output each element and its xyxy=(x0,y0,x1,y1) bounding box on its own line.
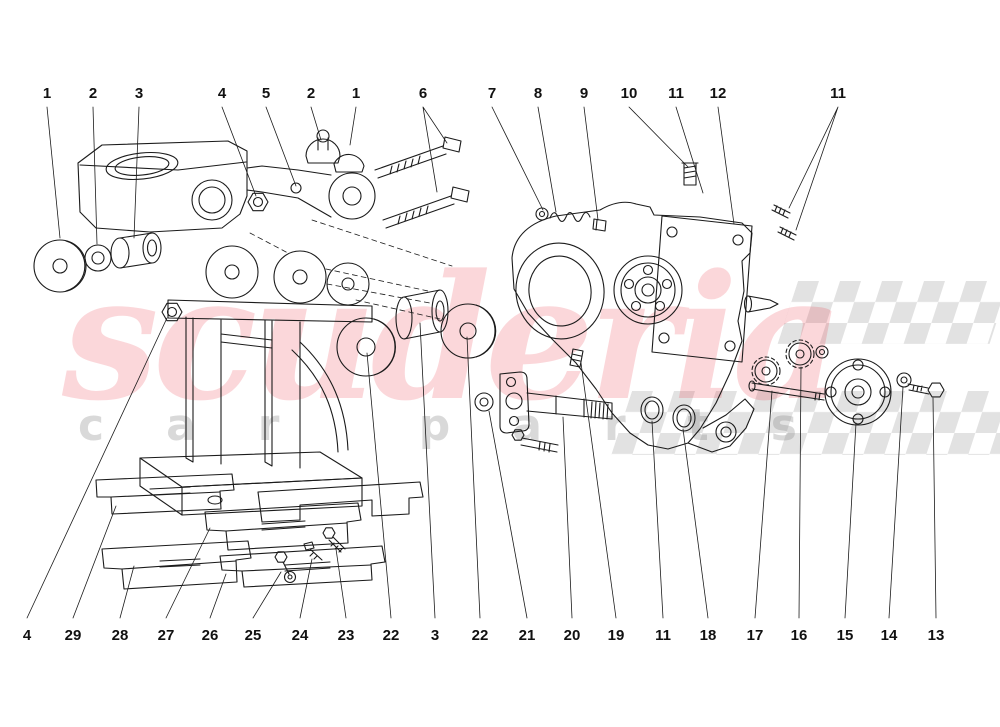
part-label: 4 xyxy=(22,627,32,644)
mount-bolts xyxy=(374,136,470,229)
part-label: 18 xyxy=(699,627,717,644)
pump-internals xyxy=(535,204,797,368)
pump-cover xyxy=(824,358,892,426)
part-label: 2 xyxy=(306,85,316,102)
part-label: 8 xyxy=(533,85,543,102)
part-label: 1 xyxy=(42,85,52,102)
bracket-boss xyxy=(328,172,376,220)
part-label: 19 xyxy=(607,627,625,644)
checker-strip-bottom xyxy=(611,391,1000,455)
part-label: 29 xyxy=(64,627,82,644)
valve-spring xyxy=(549,211,591,223)
part-label: 11 xyxy=(668,85,684,102)
washers-left xyxy=(33,232,162,293)
bolt-head xyxy=(927,382,945,398)
lower-plates xyxy=(95,473,424,590)
part-label: 1 xyxy=(351,85,361,102)
part-label: 4 xyxy=(217,85,227,102)
part-label: 22 xyxy=(382,627,400,644)
washer xyxy=(84,244,112,272)
shaft-assembly xyxy=(474,371,613,453)
mount-bracket-top xyxy=(77,129,376,233)
stud xyxy=(777,226,797,241)
part-label: 7 xyxy=(487,85,497,102)
part-label: 9 xyxy=(579,85,589,102)
gear-set xyxy=(748,339,829,401)
hex-nut xyxy=(161,302,183,322)
part-label: 12 xyxy=(709,85,727,102)
part-label: 15 xyxy=(836,627,854,644)
checker-strip-top xyxy=(777,281,1000,344)
part-label: 3 xyxy=(134,85,144,102)
part-label: 2 xyxy=(88,85,98,102)
gear xyxy=(754,359,778,383)
hex-nut xyxy=(247,192,269,212)
pump-shaft xyxy=(526,392,613,420)
pump-arm xyxy=(687,398,755,453)
output-shaft xyxy=(747,295,779,313)
watermark-brand-text: scuderia xyxy=(62,236,844,439)
cover-bolts xyxy=(896,372,945,398)
part-label: 27 xyxy=(157,627,175,644)
part-label: 24 xyxy=(291,627,309,644)
construction-lines xyxy=(249,219,453,320)
part-label: 3 xyxy=(430,627,440,644)
pump-rotor xyxy=(613,255,683,325)
part-label: 21 xyxy=(518,627,536,644)
part-label: 11 xyxy=(655,627,671,644)
part-label: 5 xyxy=(261,85,271,102)
inlet-bore xyxy=(515,242,605,340)
watermark-tagline-text: car parts xyxy=(78,400,859,451)
part-label: 16 xyxy=(790,627,808,644)
spool-spacer xyxy=(395,296,413,340)
part-label: 25 xyxy=(244,627,262,644)
part-label: 14 xyxy=(880,627,898,644)
part-label: 17 xyxy=(746,627,764,644)
shaft-flange xyxy=(499,371,530,434)
part-label: 13 xyxy=(927,627,945,644)
oil-pump-housing xyxy=(511,162,779,453)
part-label: 6 xyxy=(418,85,428,102)
leader-lines-bottom xyxy=(26,317,937,619)
small-fasteners xyxy=(274,527,346,584)
rubber-mount-dome xyxy=(305,138,341,164)
o-rings xyxy=(640,396,696,432)
base-plate xyxy=(139,451,363,488)
pressure-plug xyxy=(569,348,584,368)
part-label: 26 xyxy=(201,627,219,644)
gear xyxy=(788,342,812,366)
main-bracket xyxy=(139,245,373,516)
bushing xyxy=(110,237,130,269)
rollers xyxy=(336,289,497,377)
part-label: 20 xyxy=(563,627,581,644)
washer xyxy=(474,392,494,412)
part-label: 22 xyxy=(471,627,489,644)
top-plug xyxy=(681,162,699,186)
mount-disc xyxy=(33,239,87,293)
part-label: 11 xyxy=(830,85,846,102)
part-label: 10 xyxy=(620,85,638,102)
part-label: 28 xyxy=(111,627,129,644)
part-label: 23 xyxy=(337,627,355,644)
washer xyxy=(896,372,912,388)
bolt-head xyxy=(442,136,462,153)
stud xyxy=(771,204,791,219)
leader-lines-top xyxy=(46,106,839,245)
bolt-head xyxy=(450,186,470,203)
gear-shaft xyxy=(751,382,825,401)
